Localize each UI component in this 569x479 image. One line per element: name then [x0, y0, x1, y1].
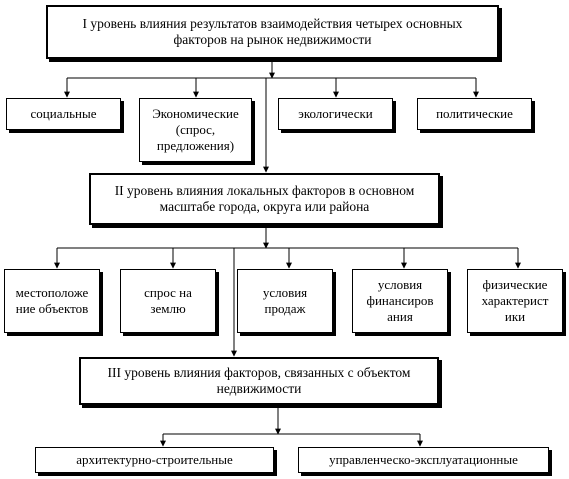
factor-financing-terms: условия финансиров ания: [352, 269, 448, 333]
factor-land-demand: спрос на землю: [120, 269, 216, 333]
factor-economic: Экономические (спрос, предложения): [139, 98, 252, 162]
factor-managerial: управленческо-эксплуатационные: [298, 447, 549, 473]
level2-box: II уровень влияния локальных факторов в …: [89, 173, 440, 225]
factor-political: политические: [417, 98, 532, 130]
level1-box: I уровень влияния результатов взаимодейс…: [46, 5, 499, 59]
factor-architectural: архитектурно-строительные: [35, 447, 274, 473]
factor-physical: физические характерист ики: [467, 269, 563, 333]
factor-sales-terms: условия продаж: [237, 269, 333, 333]
factor-location: местоположе ние объектов: [4, 269, 100, 333]
level3-box: III уровень влияния факторов, связанных …: [79, 357, 439, 405]
factor-ecological: экологически: [278, 98, 393, 130]
factor-social: социальные: [6, 98, 121, 130]
